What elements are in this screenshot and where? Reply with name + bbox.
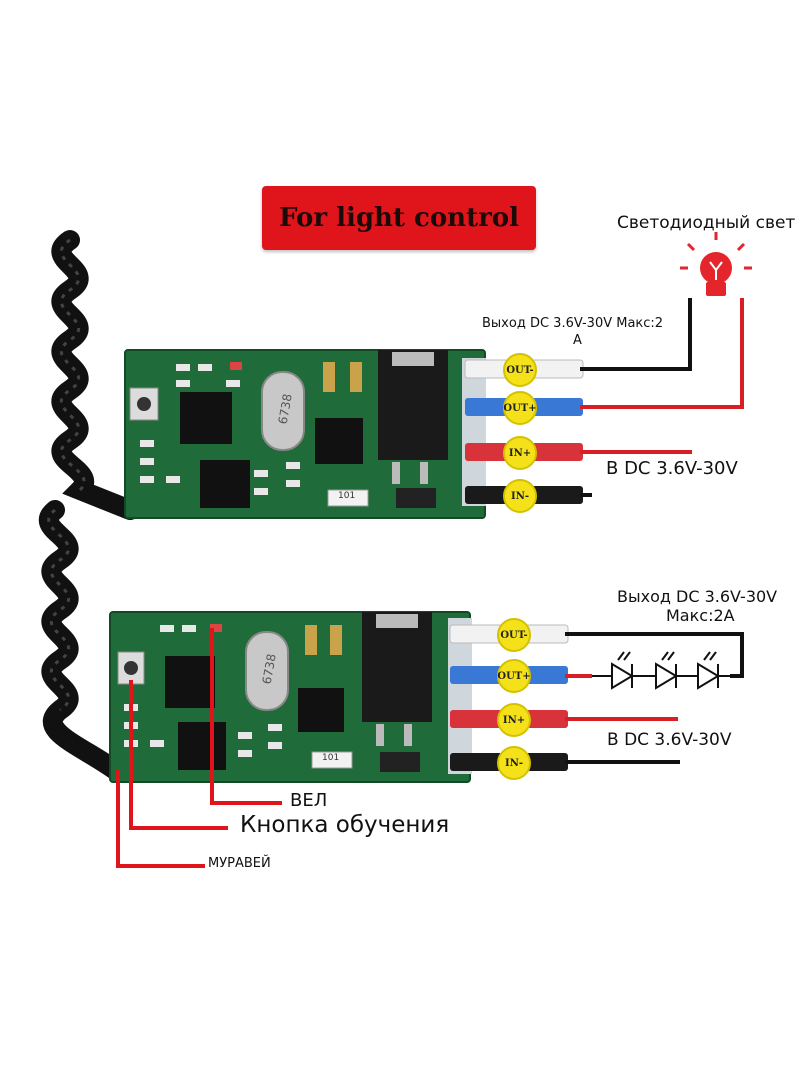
top-resistor-marking: 101 <box>338 491 356 501</box>
bottom-terminal-in-plus: IN+ <box>497 703 531 737</box>
top-output-label-line1: Выход DC 3.6V-30V Макс:2 <box>482 316 664 331</box>
bottom-resistor-marking: 101 <box>322 753 340 763</box>
bottom-output-label-line2: Макс:2А <box>666 606 735 625</box>
top-terminal-out-plus: OUT+ <box>503 391 537 425</box>
callout-learn-button-label: Кнопка обучения <box>240 812 450 838</box>
bottom-pcb <box>109 611 472 783</box>
top-terminal-in-minus: IN- <box>503 479 537 513</box>
top-terminal-out-minus: OUT- <box>503 353 537 387</box>
callout-lines <box>116 628 282 868</box>
bottom-input-label: В DC 3.6V-30V <box>607 730 732 750</box>
top-antenna <box>51 230 140 520</box>
led-bulb-icon <box>680 232 752 296</box>
led-chain <box>592 651 730 690</box>
title-text: For light control <box>278 203 520 233</box>
callout-led-label: ВЕЛ <box>290 790 328 811</box>
bottom-terminal-in-minus: IN- <box>497 746 531 780</box>
top-terminal-in-plus: IN+ <box>503 436 537 470</box>
bottom-terminal-out-plus: OUT+ <box>497 659 531 693</box>
title-banner: For light control <box>262 186 536 250</box>
top-input-label: В DC 3.6V-30V <box>606 458 738 479</box>
top-pcb <box>124 349 486 519</box>
bottom-terminal-out-minus: OUT- <box>497 618 531 652</box>
top-output-label-line2: А <box>573 333 582 348</box>
bottom-output-label-line1: Выход DC 3.6V-30V <box>617 587 778 606</box>
led-light-label: Светодиодный свет <box>617 213 796 233</box>
bottom-antenna <box>38 500 125 780</box>
callout-antenna-label: МУРАВЕЙ <box>208 856 271 871</box>
